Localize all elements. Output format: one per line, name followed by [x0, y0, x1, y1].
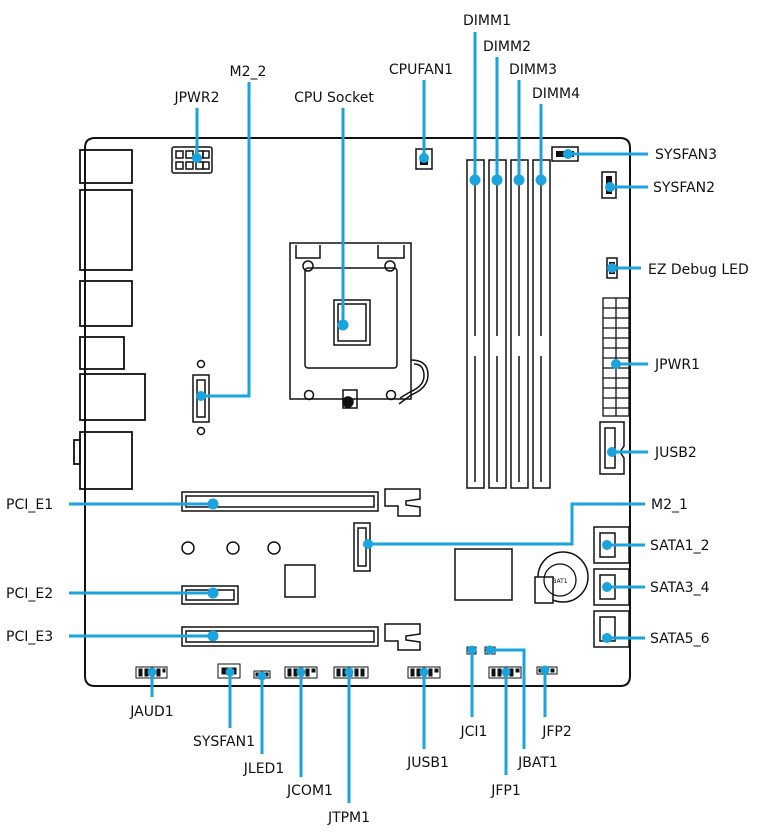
- board-components: [181, 541, 513, 601]
- label-jpwr2: JPWR2: [173, 90, 219, 106]
- label-sata5-6: SATA5_6: [650, 631, 710, 647]
- jpwr1-connector: [602, 297, 630, 417]
- label-ez-debug-led: EZ Debug LED: [648, 262, 749, 278]
- leader-lines: [69, 32, 648, 803]
- label-jcom1: JCOM1: [286, 783, 333, 799]
- label-pci-e2: PCI_E2: [6, 586, 53, 602]
- label-dimm3: DIMM3: [509, 62, 557, 78]
- pci-e1-slot: [181, 488, 421, 517]
- label-jtpm1: JTPM1: [327, 810, 370, 826]
- battery-label: BAT1: [552, 578, 567, 585]
- label-pci-e3: PCI_E3: [6, 629, 53, 645]
- label-jfp2: JFP2: [541, 724, 572, 740]
- battery: BAT1: [534, 551, 589, 604]
- label-sata1-2: SATA1_2: [650, 538, 710, 554]
- label-dimm1: DIMM1: [463, 13, 511, 29]
- label-sysfan2: SYSFAN2: [653, 180, 715, 196]
- jpwr2-connector: [171, 146, 213, 174]
- label-jled1: JLED1: [243, 761, 284, 777]
- label-jci1: JCI1: [460, 724, 488, 740]
- leader-dots: [147, 149, 621, 681]
- label-dimm2: DIMM2: [483, 39, 531, 55]
- label-m2-1: M2_1: [651, 497, 688, 513]
- rear-io-panel: [73, 149, 146, 490]
- label-sysfan3: SYSFAN3: [655, 147, 717, 163]
- label-sysfan1: SYSFAN1: [193, 734, 255, 750]
- label-jusb2: JUSB2: [654, 445, 697, 461]
- label-m2-2: M2_2: [230, 64, 267, 80]
- label-dimm4: DIMM4: [532, 86, 580, 102]
- component-labels: DIMM1 DIMM2 DIMM3 DIMM4 M2_2 CPUFAN1 JPW…: [6, 13, 749, 826]
- sysfan2-header: [601, 171, 617, 199]
- cpu-socket: [289, 242, 429, 409]
- label-jusb1: JUSB1: [406, 755, 449, 771]
- label-jpwr1: JPWR1: [654, 357, 700, 373]
- label-cpu-socket: CPU Socket: [294, 90, 374, 106]
- label-sata3-4: SATA3_4: [650, 580, 710, 596]
- label-cpufan1: CPUFAN1: [389, 62, 453, 78]
- board-outline: [84, 137, 631, 687]
- label-jfp1: JFP1: [490, 783, 521, 799]
- dimm-slots: [466, 159, 551, 489]
- label-pci-e1: PCI_E1: [6, 497, 53, 513]
- label-jaud1: JAUD1: [129, 704, 173, 720]
- label-jbat1: JBAT1: [517, 755, 558, 771]
